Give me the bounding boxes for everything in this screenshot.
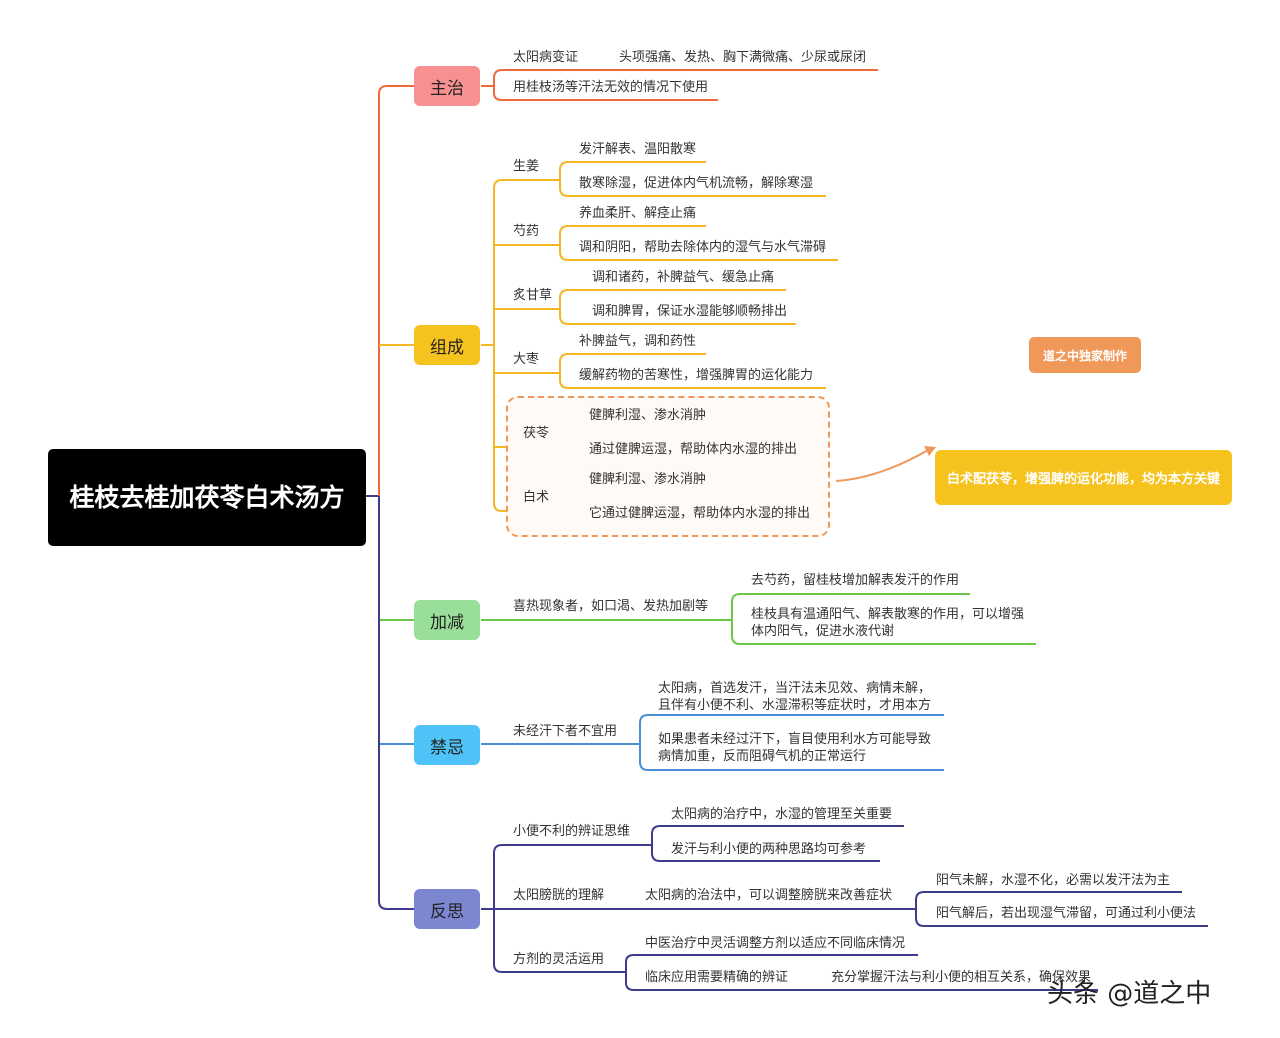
fansi-detail: 阳气未解，水湿不化，必需以发汗法为主 [936, 873, 1171, 888]
topic-zhuzhi[interactable]: 主治 [414, 66, 480, 106]
fansi-detail: 充分掌握汗法与利小便的相互关系，确保效果 [831, 970, 1092, 985]
fansi-detail: 太阳病的治法中，可以调整膀胱来改善症状 [645, 888, 893, 903]
zhuzhi-item1-label: 太阳病变证 [513, 50, 579, 65]
topic-jiajian[interactable]: 加减 [414, 600, 480, 640]
fansi-detail: 太阳病的治疗中，水湿的管理至关重要 [671, 807, 893, 822]
herb-detail: 健脾利湿、渗水消肿 [589, 472, 707, 487]
key-point-callout[interactable]: 白术配茯苓，增强脾的运化功能，均为本方关键 [935, 450, 1232, 505]
herb-detail: 补脾益气，调和药性 [579, 334, 697, 349]
herb-detail: 缓解药物的苦寒性，增强脾胃的运化能力 [579, 368, 814, 383]
herb-detail: 健脾利湿、渗水消肿 [589, 408, 707, 423]
root-title[interactable]: 桂枝去桂加茯苓白术汤方 [48, 449, 366, 546]
jinji-detail: 太阳病，首选发汗，当汗法未见效、病情未解，且伴有小便不利、水湿滞积等症状时，才用… [658, 681, 932, 713]
jiajian-condition: 喜热现象者，如口渴、发热加剧等 [513, 599, 709, 614]
herb-detail: 调和脾胃，保证水湿能够顺畅排出 [592, 304, 788, 319]
herb-name: 白术 [523, 490, 550, 505]
topic-zucheng[interactable]: 组成 [414, 325, 480, 365]
topic-jinji[interactable]: 禁忌 [414, 725, 480, 765]
herb-name: 茯苓 [523, 426, 550, 441]
herb-detail: 养血柔肝、解痉止痛 [579, 206, 697, 221]
watermark: 头条 @道之中 [1047, 979, 1212, 1009]
fansi-detail: 临床应用需要精确的辨证 [645, 970, 789, 985]
jiajian-detail: 桂枝具有温通阳气、解表散寒的作用，可以增强体内阳气，促进水液代谢 [751, 607, 1025, 639]
herb-detail: 调和阴阳，帮助去除体内的湿气与水气滞碍 [579, 240, 827, 255]
herb-name: 生姜 [513, 159, 540, 174]
fansi-detail: 阳气解后，若出现湿气滞留，可通过利小便法 [936, 906, 1197, 921]
herb-detail: 散寒除湿，促进体内气机流畅，解除寒湿 [579, 176, 814, 191]
herb-name: 炙甘草 [513, 288, 553, 303]
zhuzhi-item2-label: 用桂枝汤等汗法无效的情况下使用 [513, 80, 709, 95]
herb-detail: 它通过健脾运湿，帮助体内水湿的排出 [589, 506, 811, 521]
fansi-branch-label: 太阳膀胱的理解 [513, 888, 605, 903]
fansi-detail: 中医治疗中灵活调整方剂以适应不同临床情况 [645, 936, 906, 951]
herb-detail: 通过健脾运湿，帮助体内水湿的排出 [589, 442, 798, 457]
herb-name: 大枣 [513, 352, 540, 367]
jinji-detail: 如果患者未经过汗下，盲目使用利水方可能导致病情加重，反而阻碍气机的正常运行 [658, 732, 932, 764]
herb-name: 芍药 [513, 224, 540, 239]
fansi-branch-label: 小便不利的辨证思维 [513, 824, 631, 839]
fansi-detail: 发汗与利小便的两种思路均可参考 [671, 842, 867, 857]
author-badge[interactable]: 道之中独家制作 [1029, 337, 1141, 373]
jiajian-detail: 去芍药，留桂枝增加解表发汗的作用 [751, 573, 960, 588]
topic-fansi[interactable]: 反思 [414, 889, 480, 929]
zhuzhi-item1-detail: 头项强痛、发热、胸下满微痛、少尿或尿闭 [619, 50, 867, 65]
fansi-branch-label: 方剂的灵活运用 [513, 952, 605, 967]
herb-detail: 发汗解表、温阳散寒 [579, 142, 697, 157]
jinji-condition: 未经汗下者不宜用 [513, 724, 618, 739]
fuling-baizhu-highlight-box [506, 396, 830, 537]
herb-detail: 调和诸药，补脾益气、缓急止痛 [592, 270, 775, 285]
